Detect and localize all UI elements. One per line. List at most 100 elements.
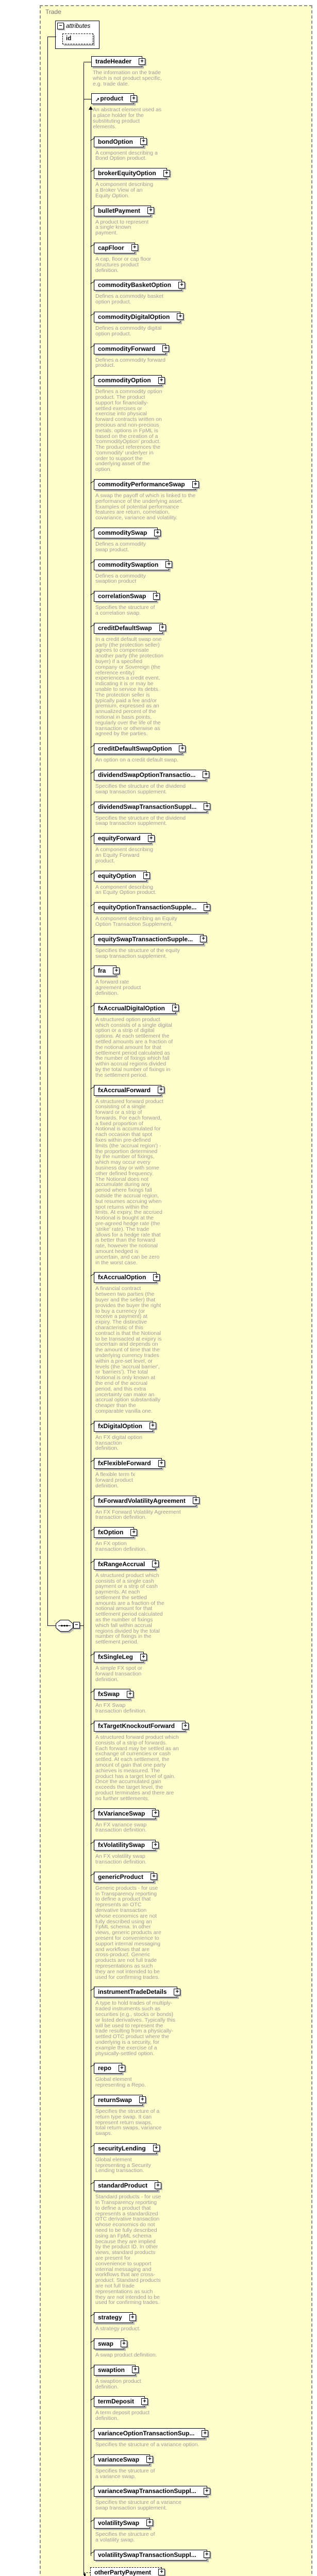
element-box[interactable]: fxRangeAccrual+	[94, 1558, 159, 1570]
sequence-icon[interactable]	[56, 1620, 73, 1632]
expand-icon[interactable]: +	[203, 771, 210, 778]
element-box[interactable]: commodityOption+	[94, 375, 165, 386]
element-box[interactable]: instrumentTradeDetails+	[94, 1987, 181, 1998]
element-box[interactable]: securityLending+	[94, 2143, 160, 2154]
element-box[interactable]: fxFlexibleForward+	[94, 1458, 165, 1469]
element-box[interactable]: equityOptionTransactionSupple...+	[94, 902, 211, 913]
element-box[interactable]: swaption+	[94, 2364, 139, 2376]
expand-icon[interactable]: +	[143, 872, 150, 879]
expand-icon[interactable]: +	[153, 1274, 160, 1281]
element-box[interactable]: termDeposit+	[94, 2396, 148, 2408]
element-box[interactable]: equityOption+	[94, 870, 150, 882]
element-box[interactable]: correlationSwap+	[94, 591, 160, 602]
element-box[interactable]: volatilitySwap+	[94, 2517, 154, 2529]
expand-icon[interactable]: +	[149, 1422, 156, 1430]
element-box[interactable]: creditDefaultSwapOption+	[94, 743, 186, 755]
expand-icon[interactable]: +	[178, 281, 186, 289]
expand-icon[interactable]: +	[203, 2487, 210, 2495]
element-box[interactable]: commoditySwap+	[94, 528, 161, 539]
element-box[interactable]: otherPartyPayment+	[83, 2567, 165, 2576]
expand-icon[interactable]: +	[163, 170, 170, 177]
expand-icon[interactable]: +	[154, 529, 161, 536]
element-box[interactable]: ↗product+	[83, 93, 138, 105]
expand-icon[interactable]: +	[146, 2456, 154, 2463]
expand-icon[interactable]: +	[119, 2064, 126, 2072]
expand-icon[interactable]: +	[162, 345, 170, 352]
expand-icon[interactable]: +	[203, 2551, 210, 2558]
expand-icon[interactable]: +	[158, 1460, 165, 1467]
element-box[interactable]: bulletPayment+	[94, 205, 155, 216]
element-box[interactable]: varianceOptionTransactionSup...+	[94, 2428, 209, 2439]
expand-icon[interactable]: +	[130, 95, 138, 102]
expand-icon[interactable]: +	[158, 1087, 165, 1093]
expand-icon[interactable]: +	[113, 967, 120, 974]
expand-icon[interactable]: +	[177, 313, 184, 320]
element-box[interactable]: fxVolatilitySwap+	[94, 1840, 159, 1851]
expand-icon[interactable]: +	[130, 1529, 138, 1536]
expand-icon[interactable]: +	[153, 2145, 160, 2152]
element-box[interactable]: brokerEquityOption+	[94, 168, 170, 179]
element-box[interactable]: returnSwap+	[94, 2094, 146, 2106]
expand-icon[interactable]: +	[204, 904, 211, 911]
expand-icon[interactable]: +	[172, 1005, 179, 1012]
element-box[interactable]: fxDigitalOption+	[94, 1420, 156, 1432]
expand-icon[interactable]: +	[153, 592, 160, 600]
expand-icon[interactable]: +	[141, 2398, 148, 2405]
expand-icon[interactable]: +	[140, 138, 147, 145]
expand-icon[interactable]: +	[152, 1841, 159, 1849]
element-box[interactable]: fxTargetKnockoutForward+	[94, 1721, 189, 1732]
expand-icon[interactable]: +	[158, 377, 165, 384]
element-box[interactable]: fxForwardVolatilityAgreement+	[94, 1495, 199, 1506]
element-box[interactable]: creditDefaultSwap+	[94, 622, 166, 634]
expand-icon[interactable]: +	[139, 2096, 146, 2104]
element-box[interactable]: standardProduct+	[94, 2180, 162, 2192]
expand-icon[interactable]: +	[174, 1988, 181, 1995]
element-box[interactable]: varianceSwapTransactionSuppl...+	[94, 2486, 210, 2497]
element-box[interactable]: commodityPerformanceSwap+	[94, 479, 199, 490]
expand-icon[interactable]: +	[192, 1497, 199, 1504]
expand-icon[interactable]: +	[152, 1561, 159, 1568]
expand-icon[interactable]: +	[182, 1722, 189, 1730]
expand-icon[interactable]: +	[152, 1810, 159, 1817]
element-box[interactable]: bondOption+	[94, 136, 147, 147]
element-box[interactable]: fxVarianceSwap+	[94, 1808, 159, 1819]
element-box[interactable]: genericProduct+	[94, 1871, 158, 1883]
element-box[interactable]: swap+	[94, 2338, 128, 2350]
expand-icon[interactable]: +	[127, 1690, 134, 1698]
element-box[interactable]: commoditySwaption+	[94, 559, 173, 570]
expand-icon[interactable]: +	[165, 561, 173, 568]
element-box[interactable]: dividendSwapTransactionSuppl...+	[94, 801, 211, 812]
expand-icon[interactable]: +	[202, 2430, 209, 2437]
element-box[interactable]: tradeHeader+	[83, 56, 146, 67]
expand-icon[interactable]: +	[204, 803, 211, 810]
element-box[interactable]: fxAccrualForward+	[94, 1084, 165, 1096]
element-box[interactable]: strategy+	[94, 2312, 136, 2324]
expand-icon[interactable]: +	[147, 835, 155, 842]
expand-icon[interactable]: +	[146, 2519, 154, 2527]
expand-icon[interactable]: +	[179, 745, 186, 752]
attribute-id[interactable]: id	[62, 33, 93, 44]
element-box[interactable]: volatilitySwapTransactionSuppl...+	[94, 2549, 210, 2561]
expand-icon[interactable]: +	[131, 244, 138, 251]
expand-icon[interactable]: +	[151, 1873, 158, 1880]
element-box[interactable]: fra+	[94, 965, 120, 977]
expand-icon[interactable]: +	[158, 2569, 165, 2576]
expand-icon[interactable]: +	[155, 2182, 162, 2189]
element-box[interactable]: fxSingleLeg+	[94, 1652, 147, 1663]
element-box[interactable]: commodityForward+	[94, 343, 170, 354]
expand-icon[interactable]: +	[129, 2314, 136, 2321]
element-box[interactable]: varianceSwap+	[94, 2454, 154, 2465]
element-box[interactable]: commodityBasketOption+	[94, 280, 186, 291]
expand-icon[interactable]: +	[140, 1653, 147, 1660]
expand-icon[interactable]: +	[147, 207, 155, 214]
expand-icon[interactable]: +	[132, 2366, 139, 2374]
collapse-icon[interactable]: −	[57, 23, 64, 29]
expand-icon[interactable]: +	[159, 624, 166, 632]
element-box[interactable]: fxAccrualDigitalOption+	[94, 1003, 179, 1014]
expand-icon[interactable]: +	[139, 58, 146, 65]
element-box[interactable]: capFloor+	[94, 242, 138, 253]
element-box[interactable]: equityForward+	[94, 833, 155, 844]
expand-icon[interactable]: +	[121, 2340, 128, 2347]
element-box[interactable]: equitySwapTransactionSupple...+	[94, 934, 207, 945]
element-box[interactable]: fxSwap+	[94, 1689, 134, 1700]
